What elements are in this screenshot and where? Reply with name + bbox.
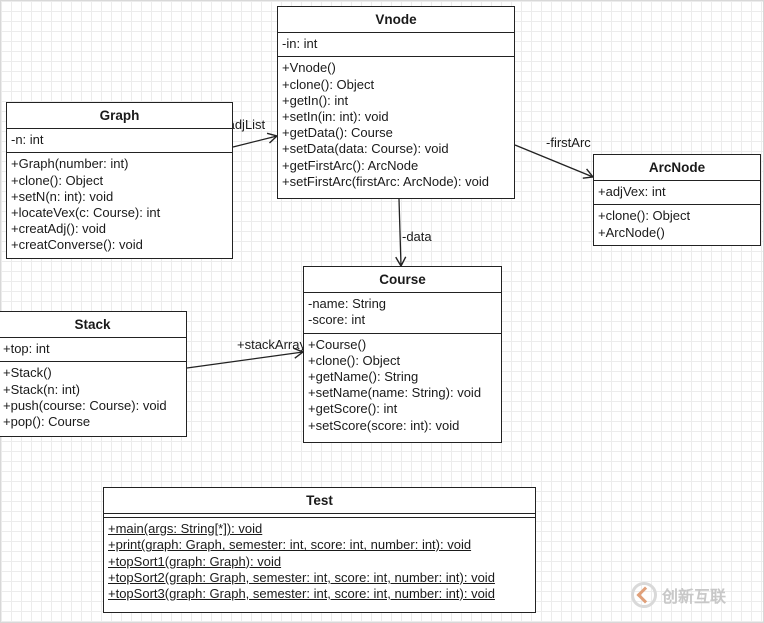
- class-course-method-row: +Course(): [308, 336, 367, 352]
- class-stack-method-row: +push(course: Course): void: [3, 397, 167, 413]
- class-graph-method-row: +Graph(number: int): [11, 156, 129, 172]
- class-vnode-method-row: +Vnode(): [282, 60, 336, 76]
- class-graph[interactable]: Graph -n: int +Graph(number: int)+clone(…: [6, 102, 233, 259]
- assoc-label-stackarray: +stackArray: [237, 337, 306, 352]
- class-vnode-attributes: -in: int: [278, 33, 514, 58]
- class-test-title: Test: [104, 488, 535, 515]
- watermark-logo-icon: [631, 582, 657, 608]
- class-graph-method-row: +locateVex(c: Course): int: [11, 205, 161, 221]
- class-course[interactable]: Course -name: String-score: int +Course(…: [303, 266, 502, 443]
- class-test-method-row: +topSort1(graph: Graph): void: [108, 553, 282, 569]
- class-vnode-method-row: +getFirstArc(): ArcNode: [282, 157, 419, 173]
- class-graph-attributes: -n: int: [7, 129, 232, 154]
- class-arcnode[interactable]: ArcNode +adjVex: int +clone(): Object+Ar…: [593, 154, 761, 246]
- class-test[interactable]: Test +main(args: String[*]): void+print(…: [103, 487, 536, 613]
- class-graph-method-row: +creatAdj(): void: [11, 221, 107, 237]
- class-test-method-row: +topSort3(graph: Graph, semester: int, s…: [108, 586, 495, 602]
- class-test-methods: +main(args: String[*]): void+print(graph…: [104, 518, 535, 606]
- class-graph-method-row: +clone(): Object: [11, 172, 104, 188]
- class-stack[interactable]: Stack +top: int +Stack()+Stack(n: int)+p…: [0, 311, 187, 437]
- class-vnode-methods: +Vnode()+clone(): Object+getIn(): int+se…: [278, 57, 514, 194]
- class-course-method-row: +getName(): String: [308, 369, 419, 385]
- class-vnode-method-row: +getIn(): int: [282, 92, 349, 108]
- class-vnode-method-row: +clone(): Object: [282, 76, 375, 92]
- class-course-method-row: +getScore(): int: [308, 401, 398, 417]
- class-test-method-row: +main(args: String[*]): void: [108, 521, 263, 537]
- class-stack-method-row: +Stack(): [3, 365, 52, 381]
- class-test-attributes: [104, 514, 535, 519]
- class-vnode-title: Vnode: [278, 7, 514, 34]
- class-vnode-method-row: +setIn(in: int): void: [282, 109, 389, 125]
- class-course-method-row: +setScore(score: int): void: [308, 417, 460, 433]
- class-test-method-row: +print(graph: Graph, semester: int, scor…: [108, 537, 472, 553]
- class-graph-title: Graph: [7, 103, 232, 130]
- class-arcnode-attributes: +adjVex: int: [594, 181, 760, 206]
- assoc-label-firstarc: -firstArc: [546, 135, 591, 150]
- class-arcnode-title: ArcNode: [594, 155, 760, 182]
- class-arcnode-method-row: +ArcNode(): [598, 224, 665, 240]
- class-arcnode-attribute-row: +adjVex: int: [598, 184, 666, 200]
- class-course-method-row: +clone(): Object: [308, 352, 401, 368]
- class-graph-attribute-row: -n: int: [11, 132, 44, 148]
- class-stack-attribute-row: +top: int: [3, 341, 50, 357]
- class-stack-methods: +Stack()+Stack(n: int)+push(course: Cour…: [0, 362, 186, 434]
- class-vnode[interactable]: Vnode -in: int +Vnode()+clone(): Object+…: [277, 6, 515, 199]
- class-stack-title: Stack: [0, 312, 186, 339]
- class-arcnode-methods: +clone(): Object+ArcNode(): [594, 205, 760, 244]
- class-course-method-row: +setName(name: String): void: [308, 385, 482, 401]
- class-graph-methods: +Graph(number: int)+clone(): Object+setN…: [7, 153, 232, 257]
- class-stack-method-row: +Stack(n: int): [3, 381, 80, 397]
- class-course-attributes: -name: String-score: int: [304, 293, 501, 334]
- watermark-text: 创新互联: [662, 589, 727, 606]
- class-stack-method-row: +pop(): Course: [3, 414, 91, 430]
- class-graph-method-row: +creatConverse(): void: [11, 237, 143, 253]
- class-vnode-method-row: +setData(data: Course): void: [282, 141, 449, 157]
- class-course-attribute-row: -score: int: [308, 312, 366, 328]
- class-course-methods: +Course()+clone(): Object+getName(): Str…: [304, 334, 501, 438]
- class-vnode-method-row: +getData(): Course: [282, 125, 393, 141]
- class-vnode-method-row: +setFirstArc(firstArc: ArcNode): void: [282, 173, 489, 189]
- class-course-title: Course: [304, 267, 501, 294]
- class-stack-attributes: +top: int: [0, 338, 186, 363]
- class-arcnode-method-row: +clone(): Object: [598, 208, 691, 224]
- class-graph-method-row: +setN(n: int): void: [11, 188, 114, 204]
- class-test-method-row: +topSort2(graph: Graph, semester: int, s…: [108, 569, 495, 585]
- class-course-attribute-row: -name: String: [308, 296, 387, 312]
- assoc-label-data: -data: [402, 229, 432, 244]
- watermark: 创新互联: [631, 582, 726, 608]
- class-vnode-attribute-row: -in: int: [282, 36, 318, 52]
